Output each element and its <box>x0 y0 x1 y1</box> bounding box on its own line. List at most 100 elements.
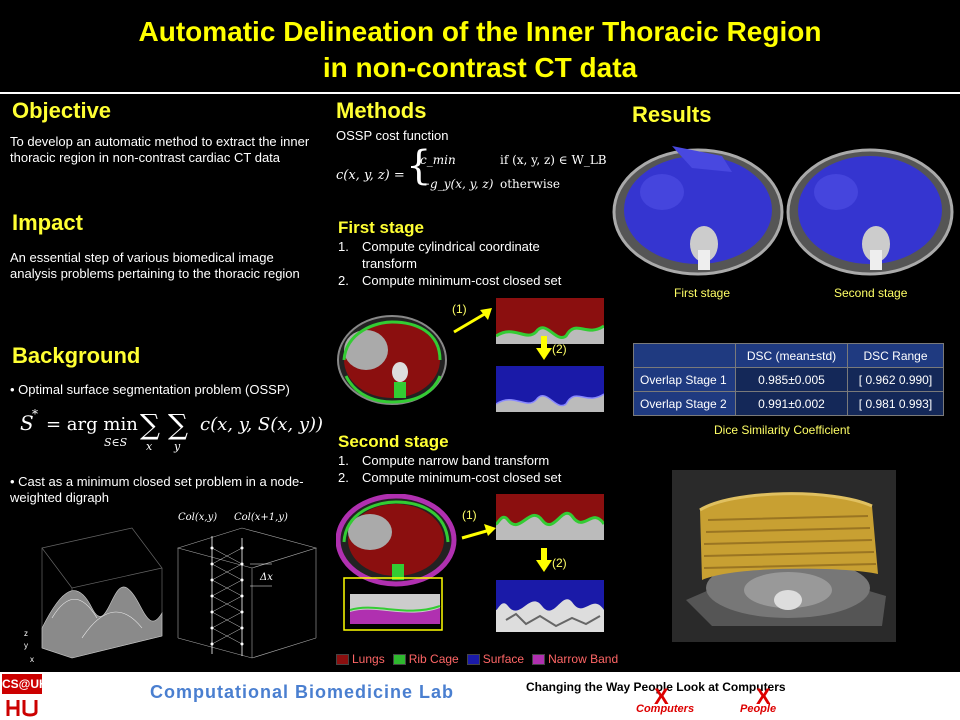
results-second-stage-image <box>786 148 954 276</box>
second-stage-marker-2: (2) <box>552 556 567 570</box>
legend-item: Lungs <box>336 652 385 666</box>
dsc-table: DSC (mean±std) DSC Range Overlap Stage 1… <box>633 343 944 416</box>
results-caption-first: First stage <box>674 286 731 300</box>
dsc-row-label: Overlap Stage 1 <box>633 367 736 392</box>
footer-bar: CS@UH Computational Biomedicine Lab Chan… <box>0 672 960 720</box>
cross-mark-icon: X <box>756 684 771 709</box>
first-stage-arrow-1 <box>453 308 492 334</box>
svg-text:= arg min: = arg min <box>46 414 138 435</box>
cost-case-2: −g_y(x, y, z) <box>420 177 494 191</box>
axis-y-label: y <box>24 641 28 650</box>
lab-name: Computational Biomedicine Lab <box>150 682 455 702</box>
first-stage-steps: 1.Compute cylindrical coordinate transfo… <box>338 238 598 289</box>
second-stage-ct-image <box>336 494 457 631</box>
cost-brace: { <box>406 143 432 189</box>
legend-swatch <box>392 653 406 665</box>
dsc-range-value: [ 0.962 0.990] <box>847 367 944 392</box>
dsc-table-header-row: DSC (mean±std) DSC Range <box>633 343 944 368</box>
first-stage-marker-2: (2) <box>552 342 567 356</box>
legend-label: Rib Cage <box>408 652 459 666</box>
second-stage-arrow-1 <box>461 524 496 540</box>
first-stage-ct-image <box>337 315 447 405</box>
first-stage-step-1: 1.Compute cylindrical coordinate transfo… <box>338 239 540 271</box>
table-row: Overlap Stage 1 0.985±0.005 [ 0.962 0.99… <box>633 367 944 392</box>
axis-z-label: z <box>24 629 28 638</box>
objective-heading: Objective <box>12 98 112 123</box>
cross-mark-icon: X <box>654 684 669 709</box>
svg-text:*: * <box>32 407 38 421</box>
results-heading: Results <box>632 102 712 127</box>
first-stage-surface-image <box>496 366 604 412</box>
svg-text:c(x, y, S(x, y)): c(x, y, S(x, y)) <box>200 414 323 435</box>
dsc-header-blank <box>633 343 736 368</box>
results-first-stage-image <box>612 146 784 276</box>
second-stage-arrow-2 <box>536 548 552 572</box>
second-stage-steps: 1.Compute narrow band transform 2.Comput… <box>338 452 598 486</box>
svg-text:S: S <box>20 411 34 435</box>
first-stage-unfolded-image <box>496 298 604 344</box>
second-stage-heading: Second stage <box>338 432 449 451</box>
slogan-word-people: People <box>740 703 777 715</box>
legend-label: Narrow Band <box>548 652 619 666</box>
cost-condition-1: if (x, y, z) ∈ W_LB <box>500 153 607 167</box>
results-3d-rendering <box>672 470 896 642</box>
cost-lhs: c(x, y, z) = <box>336 168 405 183</box>
dsc-row-label: Overlap Stage 2 <box>633 391 736 416</box>
dsc-header-mean: DSC (mean±std) <box>735 343 848 368</box>
legend-label: Lungs <box>352 652 385 666</box>
segmentation-legend: Lungs Rib Cage Surface Narrow Band <box>336 652 618 666</box>
table-row: Overlap Stage 2 0.991±0.002 [ 0.981 0.99… <box>633 391 944 416</box>
background-bullet-2: • Cast as a minimum closed set problem i… <box>10 474 304 505</box>
uh-emblem-icon <box>4 696 40 718</box>
second-stage-narrowband-image <box>496 494 604 540</box>
dsc-mean-value: 0.991±0.002 <box>735 391 848 416</box>
cost-case-1: c_min <box>420 153 456 167</box>
impact-text: An essential step of various biomedical … <box>10 250 300 281</box>
first-stage-arrow-2 <box>536 336 552 360</box>
impact-heading: Impact <box>12 210 83 235</box>
title-line-1: Automatic Delineation of the Inner Thora… <box>138 16 822 47</box>
legend-swatch <box>532 653 546 665</box>
second-stage-marker-1: (1) <box>462 508 477 522</box>
results-caption-second: Second stage <box>834 286 908 300</box>
svg-text:∑: ∑ <box>140 408 160 441</box>
cs-uh-logo-text: CS@UH <box>2 674 48 694</box>
svg-text:∑: ∑ <box>168 408 188 441</box>
svg-text:x: x <box>146 440 153 453</box>
surface-plot: z y x <box>24 527 163 664</box>
svg-text:y: y <box>173 440 181 453</box>
dsc-caption: Dice Similarity Coefficient <box>714 423 850 437</box>
dsc-range-value: [ 0.981 0.993] <box>847 391 944 416</box>
legend-label: Surface <box>482 652 525 666</box>
col-label-2: Col(x+1,y) <box>234 512 288 523</box>
title-line-2: in non-contrast CT data <box>322 52 638 83</box>
first-stage-step-2: 2.Compute minimum-cost closed set <box>338 273 562 288</box>
second-stage-step-2: 2.Compute minimum-cost closed set <box>338 470 562 485</box>
background-bullet-1: • Optimal surface segmentation problem (… <box>10 382 290 397</box>
legend-swatch <box>466 653 480 665</box>
delta-label: Δx <box>259 572 273 583</box>
axis-x-label: x <box>30 655 34 664</box>
title-divider <box>0 92 960 94</box>
cs-uh-logo: CS@UH <box>0 672 48 720</box>
digraph-columns: Col(x,y) Col(x+1,y) Δx <box>176 512 318 659</box>
second-stage-step-1: 1.Compute narrow band transform <box>338 453 550 468</box>
legend-item: Rib Cage <box>392 652 459 666</box>
methods-heading: Methods <box>336 98 427 123</box>
ossp-equation: S * = arg min S∈S ∑ x ∑ y c(x, y, S(x, y… <box>20 407 323 453</box>
second-stage-surface-image <box>496 580 604 632</box>
legend-item: Narrow Band <box>532 652 618 666</box>
dsc-mean-value: 0.985±0.005 <box>735 367 848 392</box>
legend-item: Surface <box>466 652 525 666</box>
legend-swatch <box>336 653 349 665</box>
first-stage-marker-1: (1) <box>452 302 467 316</box>
svg-text:S∈S: S∈S <box>104 436 128 449</box>
slogan-word-computers: Computers <box>636 703 695 715</box>
dsc-header-range: DSC Range <box>847 343 944 368</box>
background-heading: Background <box>12 343 141 368</box>
cost-title: OSSP cost function <box>336 128 449 143</box>
poster-title: Automatic Delineation of the Inner Thora… <box>0 14 960 86</box>
first-stage-heading: First stage <box>338 218 424 237</box>
col-label-1: Col(x,y) <box>178 512 217 523</box>
slogan: Changing the Way People Look at Computer… <box>526 680 786 694</box>
